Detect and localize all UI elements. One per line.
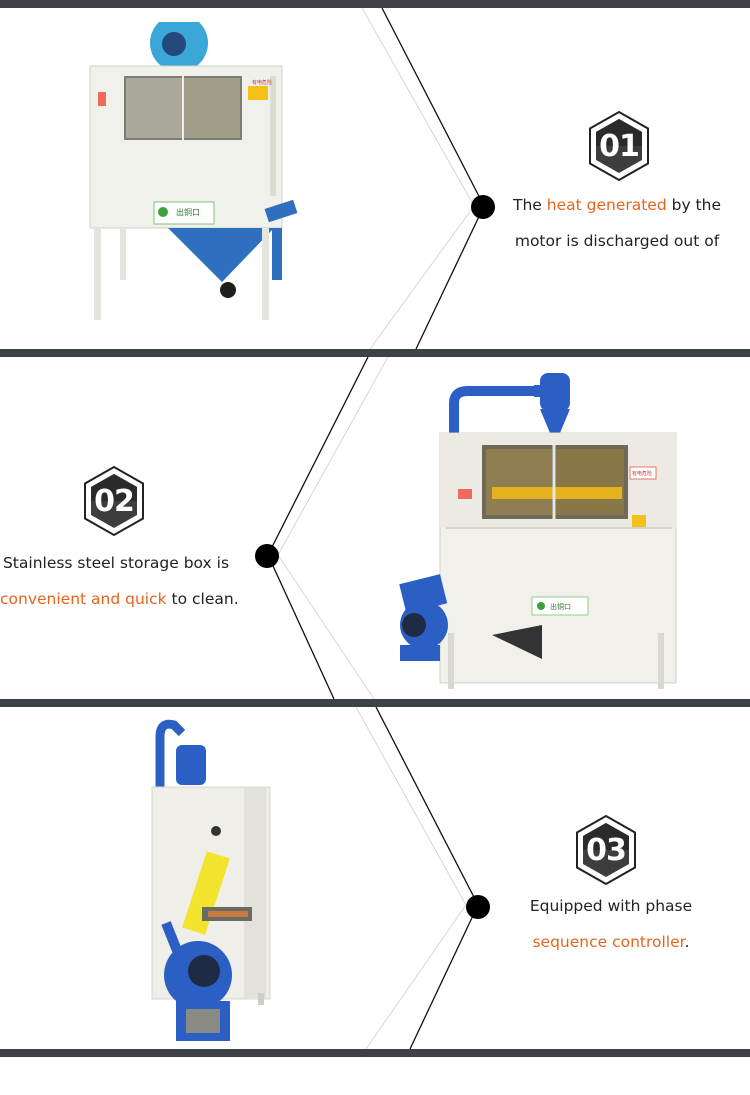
machine-image-2: 出铜口 有电危险 (399, 373, 677, 689)
divider-bottom (0, 1049, 750, 1057)
feature-description: The heat generated by the motor is disch… (500, 187, 734, 259)
description-line: Equipped with phase (529, 897, 693, 915)
feature-description: Stainless steel storage box is convenien… (0, 545, 239, 617)
warning-label: 有电危险 (632, 470, 652, 477)
warning-label: 有电危险 (252, 79, 272, 86)
feature-section-3: 03 Equipped with phase sequence controll… (0, 707, 750, 1049)
step-number: 01 (599, 128, 640, 164)
description-line: motor is discharged out of (514, 232, 720, 250)
step-number: 02 (94, 483, 135, 519)
step-number: 03 (586, 832, 627, 868)
machine-image-1: 出铜口 有电危险 (89, 22, 298, 320)
timeline-dot (471, 195, 495, 219)
highlight-text: convenient and quick (0, 590, 167, 608)
feature-description: Equipped with phase sequence controller. (500, 888, 722, 960)
step-badge-01: 01 (587, 110, 651, 182)
outlet-label: 出铜口 (176, 207, 200, 217)
hexagon-badge-icon (576, 814, 636, 886)
feature-section-2: 02 Stainless steel storage box is conven… (0, 357, 750, 699)
description-line: sequence controller. (532, 933, 690, 951)
machine-image-3 (151, 719, 271, 1041)
step-badge-02: 02 (82, 465, 146, 537)
divider-2 (0, 699, 750, 707)
divider-1 (0, 349, 750, 357)
hexagon-badge-icon (589, 110, 649, 182)
feature-section-1: 出铜口 有电危险 01 The heat generated by the mo… (0, 8, 750, 349)
hexagon-badge-icon (84, 465, 144, 537)
timeline-dot (466, 895, 490, 919)
description-line: convenient and quick to clean. (0, 590, 239, 608)
description-line: Stainless steel storage box is (2, 554, 230, 572)
highlight-text: heat generated (546, 196, 667, 214)
step-badge-03: 03 (574, 814, 638, 886)
outlet-label: 出铜口 (550, 602, 571, 611)
highlight-text: sequence controller (532, 933, 685, 951)
description-line: The heat generated by the (513, 196, 721, 214)
timeline-dot (255, 544, 279, 568)
divider-top (0, 0, 750, 8)
